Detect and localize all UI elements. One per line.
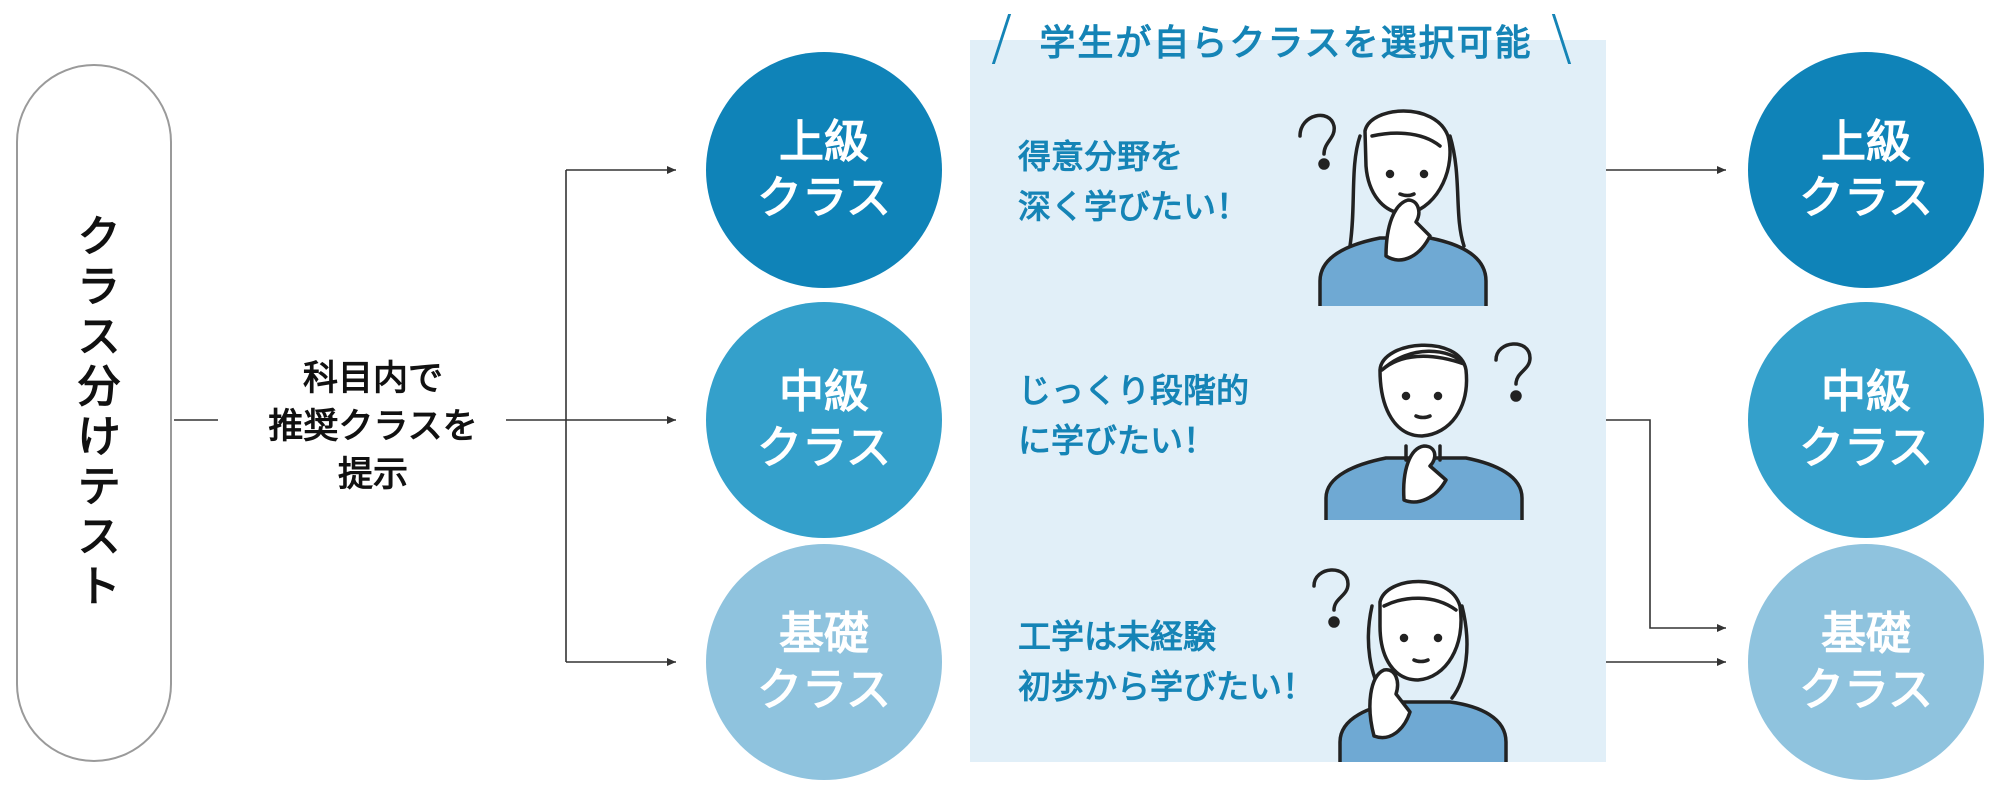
class-circle-label: クラス bbox=[756, 171, 892, 224]
class-circle-intermediate-right: 中級 クラス bbox=[1748, 302, 1984, 538]
wish-text-advanced: 得意分野を 深く学びたい！ bbox=[1018, 132, 1249, 232]
wish-line: 得意分野を bbox=[1018, 137, 1183, 176]
class-circle-label: クラス bbox=[756, 663, 892, 716]
class-circle-label: クラス bbox=[1798, 421, 1934, 474]
class-circle-label: 中級 bbox=[778, 365, 869, 418]
recommend-text: 科目内で 推奨クラスを 提示 bbox=[228, 355, 518, 499]
class-circle-label: 基礎 bbox=[778, 607, 869, 660]
student-illustration-woman-long-hair bbox=[1298, 109, 1488, 306]
class-circle-label: 中級 bbox=[1820, 365, 1911, 418]
wish-text-intermediate: じっくり段階的 に学びたい！ bbox=[1018, 366, 1249, 466]
wish-line: 工学は未経験 bbox=[1018, 617, 1216, 656]
panel-title: 学生が自らクラスを選択可能 bbox=[1039, 23, 1533, 64]
class-circle-label: 上級 bbox=[1820, 115, 1911, 168]
class-placement-test-label: クラス分けテスト bbox=[69, 213, 120, 613]
student-illustration-man bbox=[1324, 342, 1532, 520]
wish-line: 初歩から学びたい！ bbox=[1018, 667, 1315, 706]
wish-line: に学びたい！ bbox=[1018, 421, 1216, 460]
wish-line: 深く学びたい！ bbox=[1018, 187, 1249, 226]
class-placement-test: クラス分けテスト bbox=[16, 64, 172, 762]
class-circle-advanced-right: 上級 クラス bbox=[1748, 52, 1984, 288]
class-circle-advanced: 上級 クラス bbox=[706, 52, 942, 288]
class-circle-label: クラス bbox=[1798, 663, 1934, 716]
class-circle-intermediate: 中級 クラス bbox=[706, 302, 942, 538]
recommend-line: 科目内で bbox=[302, 359, 443, 399]
student-illustration-woman-short-hair bbox=[1312, 568, 1508, 762]
recommend-line: 提示 bbox=[337, 455, 408, 495]
recommend-line: 推奨クラスを bbox=[268, 407, 478, 447]
wish-line: じっくり段階的 bbox=[1018, 371, 1249, 410]
student-choice-panel bbox=[970, 40, 1606, 762]
class-circle-basic-right: 基礎 クラス bbox=[1748, 544, 1984, 780]
class-circle-label: 上級 bbox=[778, 115, 869, 168]
class-circle-basic: 基礎 クラス bbox=[706, 544, 942, 780]
class-circle-label: クラス bbox=[756, 421, 892, 474]
class-circle-label: クラス bbox=[1798, 171, 1934, 224]
wish-text-basic: 工学は未経験 初歩から学びたい！ bbox=[1018, 612, 1315, 712]
class-circle-label: 基礎 bbox=[1820, 607, 1911, 660]
